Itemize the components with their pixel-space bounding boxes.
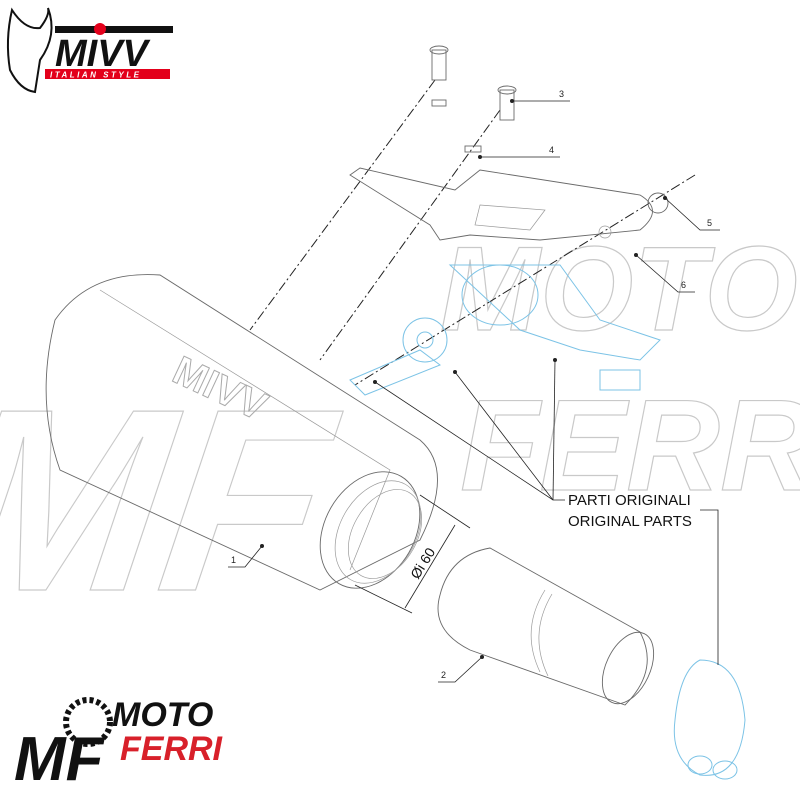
- axis-line: [354, 174, 696, 386]
- hanger-bracket: [349, 167, 669, 241]
- callout-1: 1: [231, 555, 236, 565]
- link-pipe: [437, 547, 655, 706]
- axis-line: [249, 79, 436, 331]
- mivv-tagline: ITALIAN STYLE: [50, 71, 141, 80]
- mivv-mascot-icon: [6, 7, 53, 94]
- mivv-logo: MIVV ITALIAN STYLE: [6, 7, 173, 94]
- watermark-line2: FERRI: [460, 372, 800, 518]
- motoferri-line1: MOTO: [112, 696, 213, 734]
- callout-6: 6: [681, 280, 686, 290]
- axis-line: [319, 109, 501, 361]
- original-parts-drawing: [349, 264, 746, 780]
- original-parts-label-en: ORIGINAL PARTS: [568, 513, 692, 530]
- mivv-wordmark: MIVV: [55, 33, 151, 75]
- callout-5: 5: [707, 218, 712, 228]
- callout-4: 4: [549, 145, 554, 155]
- bolt-stack: [429, 45, 517, 153]
- callouts: 1 2 3 4 5 6: [228, 89, 720, 683]
- motoferri-logo: MF MOTO FERRI: [14, 696, 224, 794]
- gear-gauge-icon: [63, 697, 113, 747]
- mf-initials: MF: [14, 725, 106, 794]
- callout-2: 2: [441, 670, 446, 680]
- original-parts-label-it: PARTI ORIGINALI: [568, 492, 691, 509]
- original-parts-leaders: PARTI ORIGINALI ORIGINAL PARTS: [373, 358, 719, 665]
- motoferri-line2: FERRI: [120, 730, 224, 768]
- callout-3: 3: [559, 89, 564, 99]
- watermark-initials: MF: [0, 355, 353, 646]
- watermark: MF MOTO FERRI: [0, 221, 800, 646]
- watermark-line1: MOTO: [440, 222, 798, 356]
- diameter-dimension: Øi 60: [354, 494, 471, 614]
